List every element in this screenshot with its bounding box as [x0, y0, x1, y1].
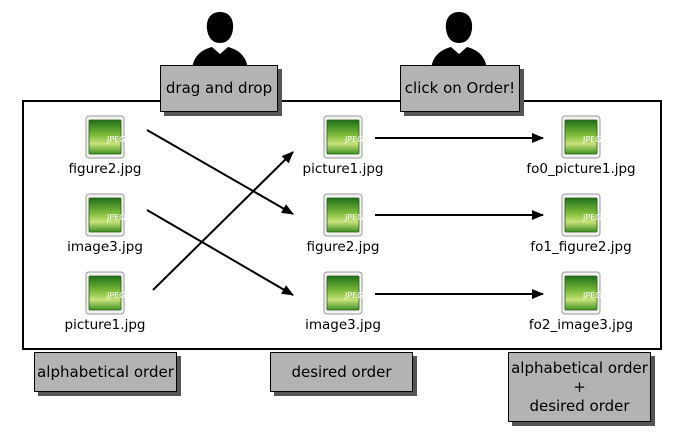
- svg-text:JPEG: JPEG: [582, 291, 601, 300]
- svg-text:JPEG: JPEG: [106, 213, 125, 222]
- jpeg-file-icon: JPEG: [561, 115, 601, 159]
- combined-order-caption: alphabetical order + desired order: [508, 352, 651, 422]
- caption-line: desired order: [529, 396, 630, 415]
- file-name: figure2.jpg: [68, 161, 142, 177]
- file-item[interactable]: JPEG fo0_picture1.jpg: [526, 115, 636, 177]
- file-name: fo1_figure2.jpg: [530, 239, 632, 255]
- jpeg-file-icon: JPEG: [323, 193, 363, 237]
- file-item[interactable]: JPEG figure2.jpg: [288, 193, 398, 255]
- jpeg-file-icon: JPEG: [323, 115, 363, 159]
- file-item[interactable]: JPEG image3.jpg: [288, 271, 398, 333]
- user-silhouette-icon: [188, 12, 252, 72]
- jpeg-file-icon: JPEG: [85, 193, 125, 237]
- svg-text:JPEG: JPEG: [344, 213, 363, 222]
- jpeg-file-icon: JPEG: [85, 271, 125, 315]
- file-item[interactable]: JPEG fo1_figure2.jpg: [526, 193, 636, 255]
- file-name: fo2_image3.jpg: [528, 317, 634, 333]
- file-item[interactable]: JPEG picture1.jpg: [288, 115, 398, 177]
- caption-line: +: [573, 377, 586, 396]
- file-item[interactable]: JPEG fo2_image3.jpg: [526, 271, 636, 333]
- jpeg-file-icon: JPEG: [561, 193, 601, 237]
- click-order-label: click on Order!: [400, 65, 520, 112]
- svg-text:JPEG: JPEG: [344, 291, 363, 300]
- file-item[interactable]: JPEG figure2.jpg: [50, 115, 160, 177]
- svg-text:JPEG: JPEG: [582, 135, 601, 144]
- alphabetical-order-caption: alphabetical order: [34, 352, 177, 392]
- file-name: figure2.jpg: [306, 239, 380, 255]
- desired-order-caption: desired order: [270, 352, 413, 392]
- file-name: picture1.jpg: [64, 317, 146, 333]
- file-name: fo0_picture1.jpg: [526, 161, 636, 177]
- svg-text:JPEG: JPEG: [106, 135, 125, 144]
- user-silhouette-icon: [427, 12, 491, 72]
- svg-text:JPEG: JPEG: [582, 213, 601, 222]
- file-item[interactable]: JPEG picture1.jpg: [50, 271, 160, 333]
- jpeg-file-icon: JPEG: [85, 115, 125, 159]
- file-name: picture1.jpg: [302, 161, 384, 177]
- file-item[interactable]: JPEG image3.jpg: [50, 193, 160, 255]
- file-name: image3.jpg: [67, 239, 143, 255]
- jpeg-file-icon: JPEG: [561, 271, 601, 315]
- svg-text:JPEG: JPEG: [344, 135, 363, 144]
- file-name: image3.jpg: [305, 317, 381, 333]
- svg-text:JPEG: JPEG: [106, 291, 125, 300]
- jpeg-file-icon: JPEG: [323, 271, 363, 315]
- caption-line: alphabetical order: [511, 358, 648, 377]
- drag-and-drop-label: drag and drop: [160, 65, 278, 112]
